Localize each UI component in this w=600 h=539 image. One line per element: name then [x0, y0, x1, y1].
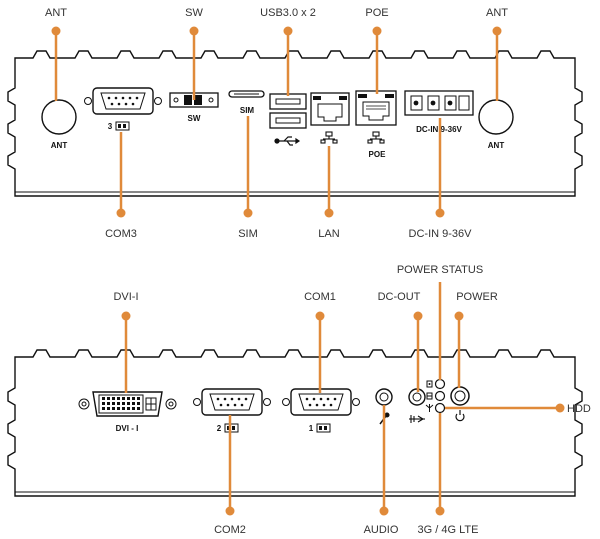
dvi-label: DVI - I: [116, 424, 139, 433]
callout-ant-right: ANT: [486, 7, 508, 19]
lan-port: [310, 92, 350, 144]
sim-label: SIM: [240, 106, 255, 115]
antenna-icon: [425, 404, 434, 412]
bottom-chassis-fins: [7, 349, 583, 497]
status-leds: [425, 378, 446, 414]
antenna-left-label: ANT: [51, 141, 68, 150]
dc-out-jack: [408, 388, 426, 423]
top-callout-lines: [51, 26, 502, 218]
antenna-left-port: ANT: [41, 99, 77, 150]
callout-dvi: DVI-I: [113, 291, 138, 303]
bottom-callout-lines: [121, 282, 565, 516]
com3-label: 3: [108, 122, 113, 131]
usb-ports: [269, 93, 307, 146]
usb-icon: [274, 136, 301, 146]
poe-label: POE: [369, 150, 387, 159]
com2-label: 2: [217, 424, 222, 433]
hdd-icon: [426, 392, 433, 400]
callout-power: POWER: [456, 291, 498, 303]
sim-slot: SIM: [228, 90, 265, 115]
com1-port: 1: [282, 388, 360, 433]
antenna-right-port: ANT: [478, 99, 514, 150]
serial-icon: [115, 121, 130, 131]
callout-poe: POE: [365, 7, 388, 19]
callout-com3: COM3: [105, 228, 137, 240]
dip-switch-label: SW: [188, 114, 201, 123]
callout-dc-in: DC-IN 9-36V: [409, 228, 473, 240]
antenna-right-label: ANT: [488, 141, 505, 150]
com1-label: 1: [309, 424, 314, 433]
callout-ant-left: ANT: [45, 7, 67, 19]
power-icon: [455, 410, 465, 422]
serial-icon: [224, 423, 239, 433]
dc-power-icon: [409, 415, 425, 423]
serial-icon: [316, 423, 331, 433]
status-led-icon: [426, 380, 433, 388]
callout-lan: LAN: [318, 228, 339, 240]
callout-sw: SW: [185, 7, 203, 19]
com3-port: 3: [84, 87, 162, 131]
callout-sim: SIM: [238, 228, 258, 240]
callout-lte: 3G / 4G LTE: [418, 524, 479, 536]
network-icon: [320, 131, 338, 144]
callout-hdd: HDD: [567, 403, 591, 415]
callout-usb: USB3.0 x 2: [260, 7, 316, 19]
com2-port: 2: [193, 388, 271, 433]
callout-com1: COM1: [304, 291, 336, 303]
callout-dc-out: DC-OUT: [378, 291, 421, 303]
bottom-chassis: [7, 349, 583, 497]
audio-jack: [375, 388, 393, 425]
callout-audio: AUDIO: [364, 524, 399, 536]
network-icon: [367, 131, 385, 144]
dvi-port: DVI - I: [78, 391, 177, 433]
callout-com2: COM2: [214, 524, 246, 536]
poe-port: POE: [355, 90, 397, 159]
callout-power-status: POWER STATUS: [397, 264, 483, 276]
